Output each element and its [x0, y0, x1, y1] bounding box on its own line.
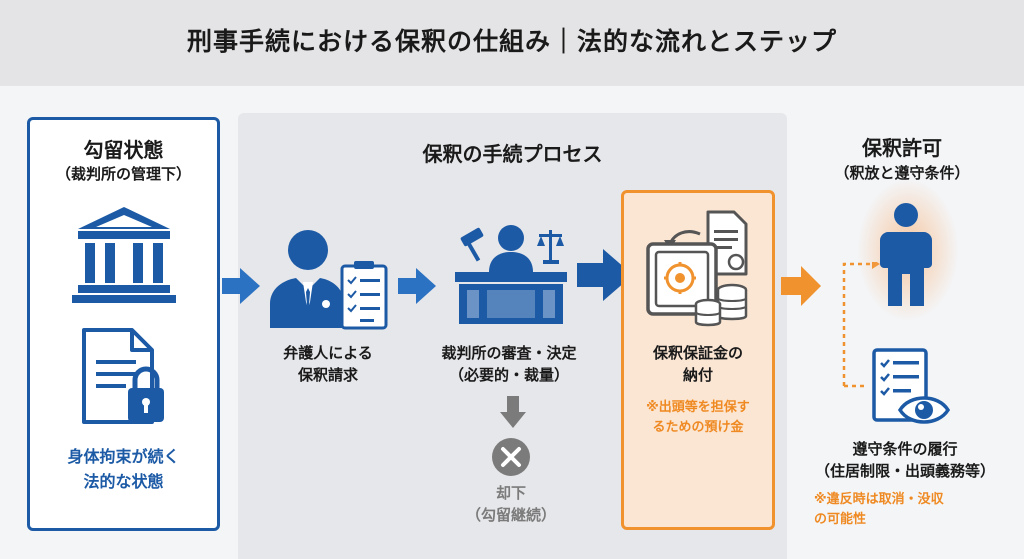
checklist-eye-icon	[870, 346, 950, 428]
deposit-label: 保釈保証金の 納付	[652, 344, 743, 384]
court-bench-icon	[455, 222, 567, 328]
arrow-right-icon	[577, 249, 633, 301]
released-person-icon	[880, 202, 932, 308]
permission-subtitle: （釈放と遵守条件）	[834, 164, 970, 182]
detention-subtitle: （裁判所の管理下）	[55, 165, 191, 183]
lawyer-icon	[270, 228, 390, 332]
violation-note: ※違反時は取消・没収 の可能性	[814, 492, 944, 527]
detention-description: 身体拘束が続く 法的な状態	[67, 447, 180, 491]
detention-title: 勾留状態	[83, 138, 164, 162]
arrow-right-icon	[781, 266, 821, 306]
header-bar	[0, 0, 1024, 86]
safe-money-icon	[642, 208, 752, 328]
lawyer-request-label: 弁護人による 保釈請求	[283, 344, 373, 384]
rejection-label: 却下 （勾留継続）	[465, 484, 556, 524]
arrow-right-icon	[398, 268, 436, 304]
court-review-label: 裁判所の審査・決定 （必要的・裁量）	[441, 344, 577, 384]
process-title: 保釈の手続プロセス	[422, 142, 603, 166]
locked-document-icon	[80, 326, 174, 426]
courthouse-icon	[72, 205, 176, 303]
page-title: 刑事手続における保釈の仕組み｜法的な流れとステップ	[186, 27, 837, 56]
compliance-label: 遵守条件の履行 （住居制限・出頭義務等）	[814, 440, 995, 480]
rejected-x-icon	[490, 436, 532, 478]
permission-title: 保釈許可	[862, 136, 942, 160]
deposit-note: ※出頭等を担保す るための預け金	[646, 400, 750, 435]
detention-box	[27, 117, 220, 531]
arrow-right-icon	[222, 268, 260, 304]
arrow-down-icon	[500, 396, 526, 428]
